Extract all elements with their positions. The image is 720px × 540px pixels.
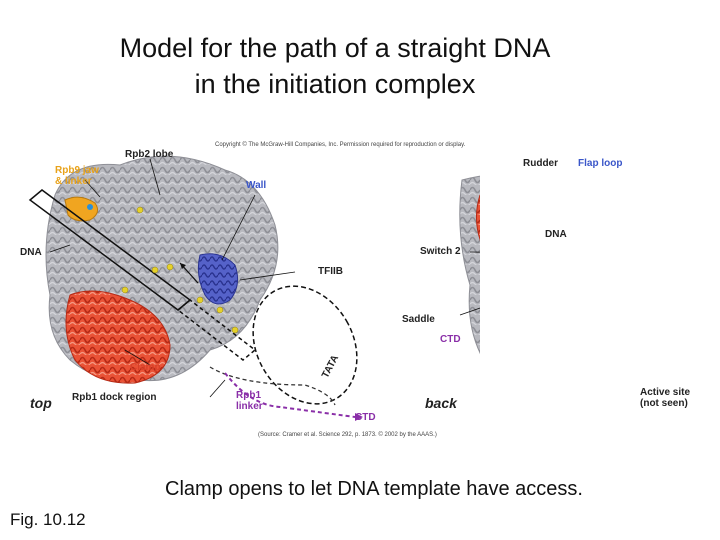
label-ctd-right: CTD (440, 334, 461, 345)
label-active-site: Active site (640, 387, 691, 398)
label-switch-2: Switch 2 (420, 246, 461, 257)
label-rpb1-linker-2: linker (236, 401, 263, 412)
label-back-view: back (425, 395, 457, 411)
pol-ii-figure: Copyright © The McGraw-Hill Companies, I… (10, 135, 662, 445)
label-rpb9-jaw: Rpb9 jaw (55, 165, 99, 176)
copyright-note: Copyright © The McGraw-Hill Companies, I… (215, 142, 466, 148)
label-tfiib: TFIIB (318, 266, 343, 277)
figure-number: Fig. 10.12 (10, 510, 86, 529)
label-rpb2-lobe: Rpb2 lobe (125, 149, 174, 160)
top-view-structure (28, 155, 363, 421)
label-dna-right: DNA (545, 229, 567, 240)
dna-path-box (28, 189, 257, 361)
label-saddle: Saddle (402, 314, 435, 325)
label-dna-left: DNA (20, 247, 42, 258)
label-ctd-left: CTD (355, 412, 376, 423)
title-line-2: in the initiation complex (194, 69, 476, 99)
label-rpb1-dock: Rpb1 dock region (72, 392, 157, 403)
clamp-domain (65, 290, 171, 384)
slide-title: Model for the path of a straight DNA in … (0, 30, 670, 102)
label-rpb1-linker-1: Rpb1 (236, 390, 261, 401)
rpb9-domain (64, 196, 99, 222)
rpb1-linker-path (224, 372, 356, 418)
label-wall: Wall (246, 180, 267, 191)
wall-domain (197, 253, 239, 305)
dna-contact-dots (121, 206, 239, 334)
caption: Clamp opens to let DNA template have acc… (165, 478, 583, 500)
label-top-view: top (30, 395, 52, 411)
label-clamp: Clamp (130, 362, 161, 373)
back-view-structure (459, 172, 662, 398)
label-flap-loop: Flap loop (578, 158, 623, 169)
label-rpb9-linker: & linker (55, 176, 92, 187)
source-citation: (Source: Cramer et al. Science 292, p. 1… (258, 432, 437, 438)
label-not-seen: (not seen) (640, 398, 688, 409)
tata-region-outline (252, 285, 358, 405)
label-rudder: Rudder (523, 158, 558, 169)
title-line-1: Model for the path of a straight DNA (119, 33, 551, 63)
